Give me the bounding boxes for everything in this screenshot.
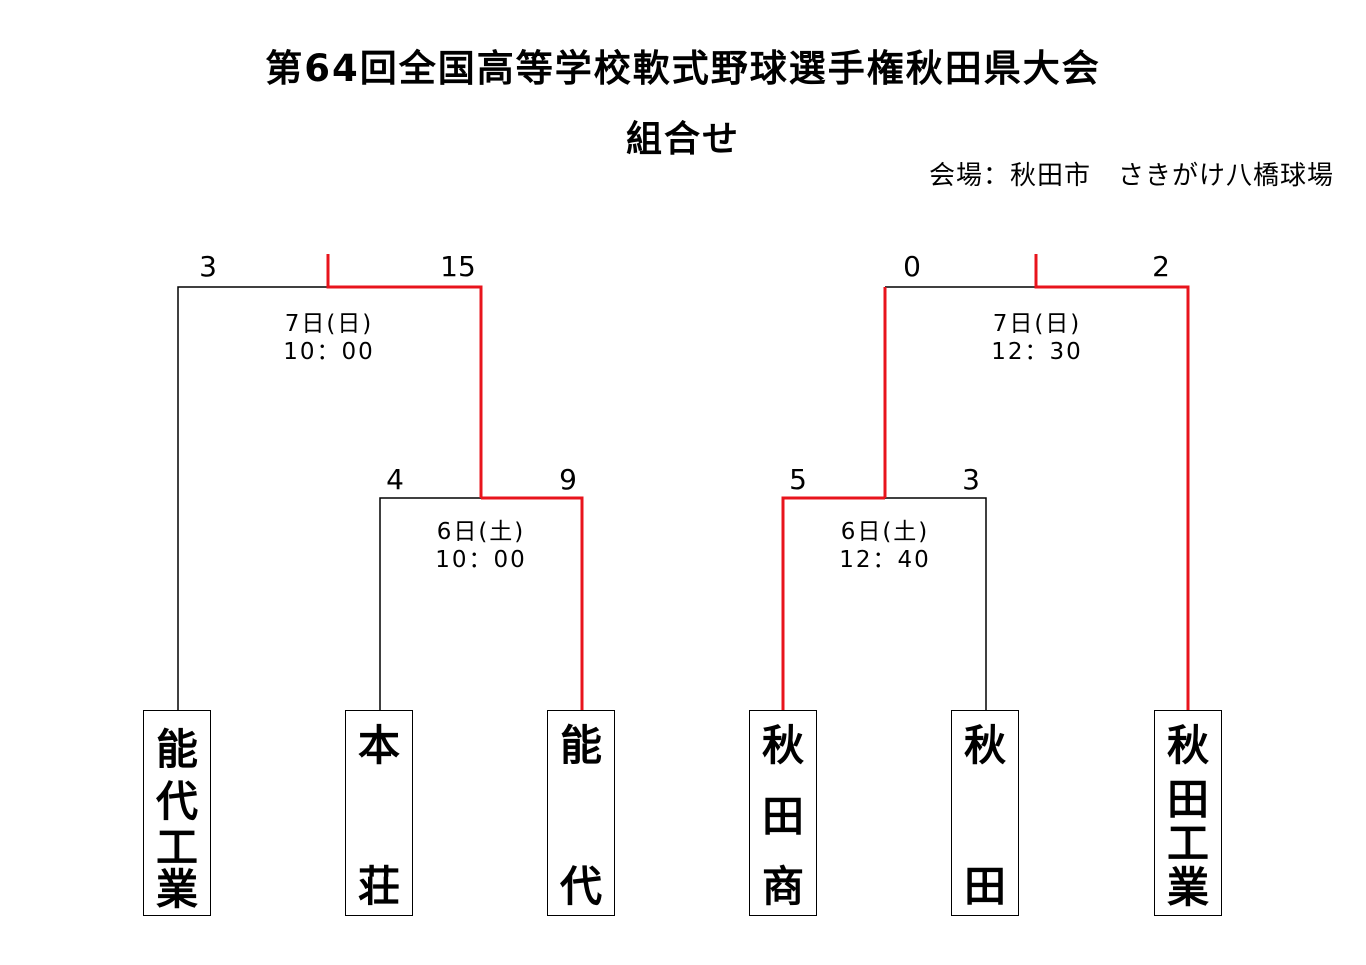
schedule-date: 7日(日) <box>992 311 1082 337</box>
tournament-title: 第64回全国高等学校軟式野球選手権秋田県大会 <box>265 47 1101 90</box>
team-char: 代 <box>559 862 602 911</box>
schedule-game3: 7日(日) 10：00 <box>229 310 429 366</box>
win-line-game1-up <box>326 254 483 498</box>
team-char: 商 <box>761 862 804 911</box>
schedule-date: 7日(日) <box>284 311 374 337</box>
team-char: 工 <box>155 823 198 872</box>
schedule-game1: 6日(土) 10：00 <box>381 518 581 574</box>
team-box-akita-kogyo: 秋 田 工 業 <box>1154 710 1222 916</box>
score-game1-left: 4 <box>386 463 404 496</box>
score-game3-right: 15 <box>440 250 476 283</box>
win-line-akita-kogyo <box>1034 254 1190 710</box>
schedule-time: 12：30 <box>991 339 1083 365</box>
bracket-black-lines <box>177 286 1036 710</box>
schedule-game4: 7日(日) 12：30 <box>937 310 1137 366</box>
score-game1-right: 9 <box>559 463 577 496</box>
schedule-game2: 6日(土) 12：40 <box>785 518 985 574</box>
team-box-noshiro: 能 代 <box>547 710 615 916</box>
line-akita <box>885 497 987 710</box>
team-box-akita-sho: 秋 田 商 <box>749 710 817 916</box>
team-char: 本 <box>357 721 400 770</box>
team-char: 田 <box>1166 775 1209 824</box>
schedule-date: 6日(土) <box>840 519 930 545</box>
team-char: 田 <box>963 862 1006 911</box>
team-char: 能 <box>559 721 602 770</box>
team-char: 代 <box>155 777 198 826</box>
team-box-akita: 秋 田 <box>951 710 1019 916</box>
score-game2-right: 3 <box>962 463 980 496</box>
score-game3-left: 3 <box>199 250 217 283</box>
win-line-noshiro <box>481 496 584 710</box>
venue-label: 会場：秋田市 さきがけ八橋球場 <box>928 161 1334 191</box>
bracket-subtitle: 組合せ <box>625 119 740 160</box>
team-char: 能 <box>155 725 198 774</box>
team-char: 秋 <box>963 721 1006 770</box>
team-char: 秋 <box>1166 721 1209 770</box>
schedule-time: 10：00 <box>435 547 527 573</box>
schedule-time: 10：00 <box>283 339 375 365</box>
team-char: 業 <box>155 865 198 914</box>
team-box-noshiro-kogyo: 能 代 工 業 <box>143 710 211 916</box>
win-line-akita-sho <box>781 496 885 710</box>
bracket-red-lines <box>326 254 1190 710</box>
team-char: 田 <box>761 792 804 841</box>
score-game4-left: 0 <box>903 250 921 283</box>
team-char: 荘 <box>357 862 400 911</box>
schedule-date: 6日(土) <box>436 519 526 545</box>
team-char: 業 <box>1166 863 1209 912</box>
score-game4-right: 2 <box>1152 250 1170 283</box>
team-char: 工 <box>1166 819 1209 868</box>
line-noshiro-kogyo <box>177 286 328 710</box>
score-game2-left: 5 <box>789 463 807 496</box>
team-box-honjo: 本 荘 <box>345 710 413 916</box>
line-honjo <box>379 497 481 710</box>
schedule-time: 12：40 <box>839 547 931 573</box>
team-char: 秋 <box>761 721 804 770</box>
